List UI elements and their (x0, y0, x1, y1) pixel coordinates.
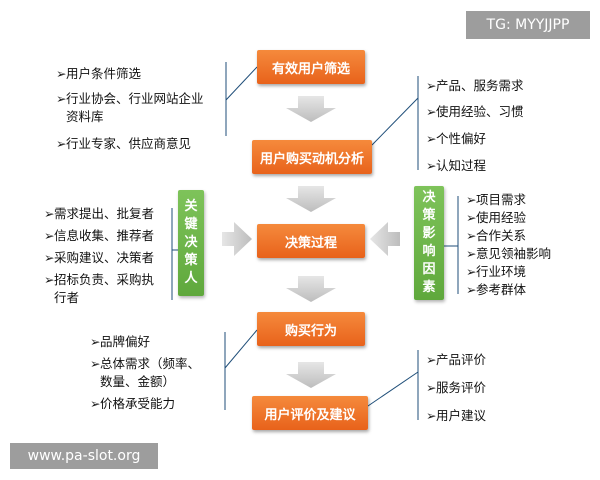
list-item: ➢合作关系 (466, 228, 527, 243)
down-arrow-2 (286, 186, 336, 212)
down-arrow-3 (286, 276, 336, 302)
list-item: ➢行业专家、供应商意见 (56, 136, 192, 151)
down-arrow-1 (286, 96, 336, 122)
link-right-eval (364, 371, 419, 409)
bullet-arrow-icon: ➢ (44, 228, 55, 243)
list-item: ➢用户条件筛选 (56, 66, 142, 81)
bullet-arrow-icon: ➢ (426, 352, 437, 367)
list-item: 资料库 (66, 109, 104, 124)
bullet-arrow-icon: ➢ (426, 380, 437, 395)
watermark-top: TG: MYYJJPP (466, 11, 590, 39)
bullet-arrow-icon: ➢ (466, 228, 477, 243)
link-left-purchase (224, 329, 258, 369)
step-decision-process: 决策过程 (257, 224, 365, 258)
link-right-motive (371, 97, 419, 146)
bullet-arrow-icon: ➢ (44, 250, 55, 265)
step-purchase-behavior: 购买行为 (257, 312, 365, 346)
list-item: ➢招标负责、采购执 (44, 272, 155, 287)
step-user-evaluation: 用户评价及建议 (252, 396, 368, 430)
bullet-arrow-icon: ➢ (426, 78, 437, 93)
decision-factors-char: 策 (422, 208, 436, 223)
bullet-arrow-icon: ➢ (466, 192, 477, 207)
bullet-arrow-icon: ➢ (56, 66, 67, 81)
list-item: ➢参考群体 (466, 282, 527, 297)
list-item: ➢使用经验、习惯 (426, 104, 524, 119)
link-left-screen (225, 66, 258, 101)
decision-factors-char: 影 (422, 226, 436, 241)
list-item: ➢品牌偏好 (90, 334, 151, 349)
list-item: ➢产品评价 (426, 352, 487, 367)
bullet-arrow-icon: ➢ (466, 246, 477, 261)
list-item: 数量、金额） (100, 374, 176, 389)
key-decider-char: 关 (184, 199, 198, 214)
list-item: ➢价格承受能力 (90, 396, 176, 411)
bullet-arrow-icon: ➢ (90, 396, 101, 411)
bullet-arrow-icon: ➢ (44, 272, 55, 287)
list-item: ➢认知过程 (426, 158, 487, 173)
bullet-arrow-icon: ➢ (426, 158, 437, 173)
key-decider-char: 人 (184, 271, 198, 286)
list-item: ➢服务评价 (426, 380, 487, 395)
decision-factors-char: 响 (422, 244, 436, 259)
list-item: ➢信息收集、推荐者 (44, 228, 155, 243)
list-item: ➢意见领袖影响 (466, 246, 552, 261)
list-item: ➢个性偏好 (426, 131, 487, 146)
bullet-arrow-icon: ➢ (426, 104, 437, 119)
decision-factors-char: 因 (422, 262, 436, 277)
list-item: ➢行业协会、行业网站企业 (56, 91, 204, 106)
bullet-arrow-icon: ➢ (44, 206, 55, 221)
list-item: 行者 (54, 290, 80, 305)
bullet-arrow-icon: ➢ (426, 408, 437, 423)
decision-factors-char: 决 (422, 190, 436, 205)
key-decider-char: 策 (184, 253, 198, 268)
list-item: ➢需求提出、批复者 (44, 206, 155, 221)
left-pointing-arrow (370, 222, 400, 256)
list-item: ➢产品、服务需求 (426, 78, 524, 93)
bullet-arrow-icon: ➢ (56, 91, 67, 106)
list-item: ➢项目需求 (466, 192, 527, 207)
bullet-arrow-icon: ➢ (466, 210, 477, 225)
down-arrow-4 (286, 362, 336, 388)
decision-factors-char: 素 (422, 280, 436, 295)
watermark-bottom: www.pa-slot.org (10, 443, 158, 469)
bullet-arrow-icon: ➢ (466, 264, 477, 279)
list-item: ➢行业环境 (466, 264, 527, 279)
step-purchase-motive-analysis: 用户购买动机分析 (252, 140, 372, 174)
right-pointing-arrow (222, 222, 252, 256)
key-decider-char: 决 (184, 235, 198, 250)
decision-factors-box: 决 策 影 响 因 素 (414, 186, 444, 300)
bullet-arrow-icon: ➢ (466, 282, 477, 297)
step-valid-user-screening: 有效用户筛选 (257, 50, 365, 84)
list-item: ➢用户建议 (426, 408, 487, 423)
key-decider-char: 键 (184, 217, 198, 232)
bullet-arrow-icon: ➢ (90, 356, 101, 371)
bullet-arrow-icon: ➢ (90, 334, 101, 349)
list-item: ➢采购建议、决策者 (44, 250, 155, 265)
list-item: ➢使用经验 (466, 210, 527, 225)
list-item: ➢总体需求（频率、 (90, 356, 201, 371)
bullet-arrow-icon: ➢ (56, 136, 67, 151)
key-decider-box: 关 键 决 策 人 (178, 190, 204, 296)
bullet-arrow-icon: ➢ (426, 131, 437, 146)
